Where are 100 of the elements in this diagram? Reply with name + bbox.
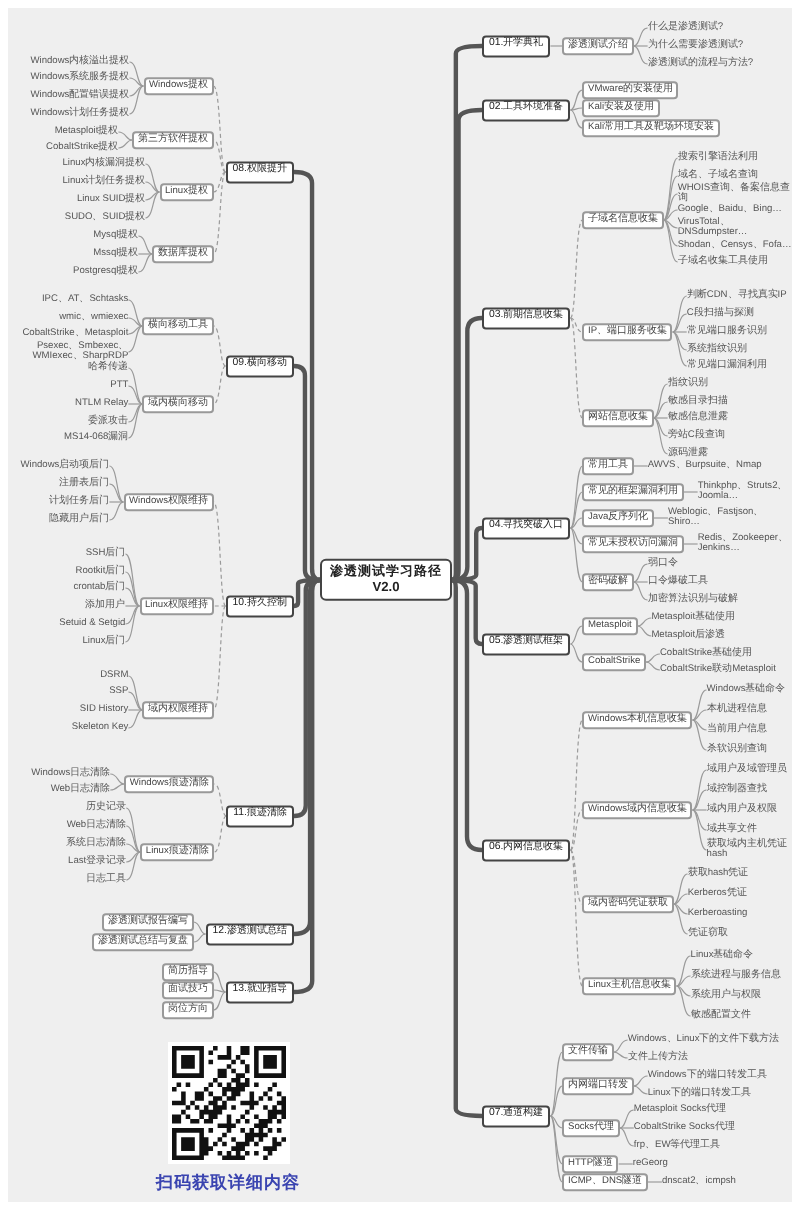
connector-line [691,809,708,851]
connector-line [672,313,688,333]
connector-line [108,483,125,503]
connector-line [569,109,584,129]
connector-line [128,61,145,87]
connector-line [192,933,207,943]
connector-line [653,417,669,437]
connector-line [653,417,669,455]
connector-line [127,385,143,405]
connector-line [127,709,143,711]
connector-line [124,605,141,607]
connector-line [569,89,584,111]
connector-line [663,193,679,221]
connector-line [691,719,708,751]
connector-line [673,903,689,915]
connector-line [124,553,141,607]
connector-line [450,578,483,1119]
connector-line [672,331,688,351]
connector-line [127,325,143,335]
connector-line [569,219,584,319]
connector-line [653,383,669,419]
connector-line [124,587,141,607]
connector-line [127,367,143,405]
caption-text: 扫码获取详细内容 [156,1172,300,1196]
connector-line [549,1051,564,1117]
connector-line [675,985,692,1017]
connector-line [127,403,143,405]
connector-line [636,617,652,627]
connector-line [127,403,143,423]
connector-line [633,465,649,467]
connector-line [569,643,584,663]
connector-line [619,1127,635,1147]
connector-line [108,501,125,521]
connector-line [691,719,708,731]
connector-line [549,45,564,47]
connector-line [117,131,133,141]
connector-line [663,219,679,247]
connector-line [125,843,141,853]
connector-line [549,1085,564,1117]
connector-line [569,809,584,851]
connector-line [127,325,143,353]
connector-line [125,825,141,853]
connector-line [672,331,688,333]
connector-line [125,851,141,863]
connector-line [549,1115,564,1183]
connector-line [212,971,227,993]
connector-line [124,605,141,643]
connector-line [691,769,708,811]
connector-line [633,45,649,65]
connector-line [212,991,227,1011]
connector-line [109,773,125,785]
connector-line [653,401,669,419]
connector-line [212,501,227,607]
connector-line [672,295,688,333]
connector-line [683,491,699,493]
connector-line [128,85,145,97]
connector-line [569,849,584,905]
connector-line [672,331,688,367]
connector-line [127,317,143,327]
connector-line [619,1109,635,1129]
connector-line [549,1115,564,1165]
connector-line [137,253,153,273]
connector-line [663,157,679,221]
connector-line [213,815,227,853]
connector-line [212,605,227,607]
connector-line [108,465,125,503]
connector-line [124,571,141,607]
connector-line [691,809,708,811]
connector-line [633,27,649,47]
connector-line [633,45,649,47]
connector-line [691,809,708,831]
connector-line [691,789,708,811]
connector-line [128,77,145,87]
connector-line [613,1051,629,1059]
connector-line [673,873,689,905]
connector-line [549,1115,564,1129]
connector-line [212,365,227,405]
connector-line [653,417,669,419]
connector-line [212,171,227,255]
connector-line [293,363,321,583]
title-box [320,558,452,602]
connector-line [647,1181,663,1183]
connector-line [569,317,584,333]
connector-line [125,851,141,881]
connector-line [293,169,321,583]
connector-line [128,85,145,115]
connector-line [618,1163,634,1165]
connector-line [613,1039,629,1053]
connector-line [663,219,679,229]
connector-line [212,139,227,173]
connector-line [127,403,143,439]
connector-line [212,325,227,367]
connector-line [683,543,699,545]
connector-line [124,605,141,625]
connector-line [108,501,125,503]
connector-line [192,921,207,935]
connector-line [144,191,161,219]
connector-line [212,989,227,993]
connector-line [645,653,661,663]
connector-line [144,181,161,193]
